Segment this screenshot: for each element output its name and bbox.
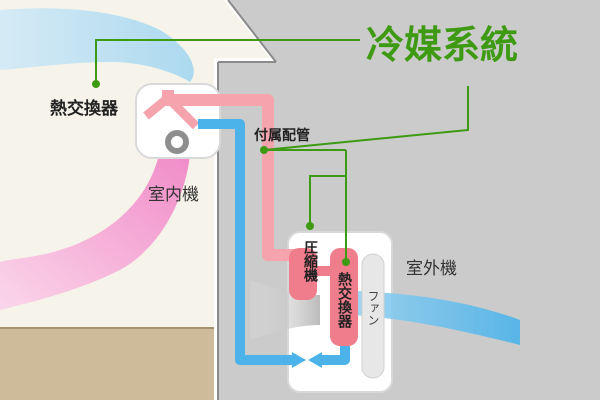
fan-label: ファン <box>366 290 380 326</box>
dot-compressor <box>306 222 314 230</box>
floor <box>0 328 214 400</box>
dot-piping <box>260 146 268 154</box>
piping-label: 付属配管 <box>254 127 310 144</box>
indoor-heat-exchanger-label: 熱交換器 <box>50 98 119 119</box>
expansion-valve-left <box>292 352 306 368</box>
outdoor-heat-exchanger <box>330 248 358 346</box>
outdoor-heat-exchanger-label: 熱交換器 <box>336 271 353 329</box>
indoor-unit-label: 室内機 <box>148 185 199 205</box>
dot-indoor-exchanger <box>92 80 100 88</box>
fan-column <box>361 253 385 379</box>
indoor-fan-center <box>171 136 183 148</box>
leader-lines <box>95 39 469 262</box>
dot-outdoor-exchanger <box>342 258 350 266</box>
leader-compressor <box>309 175 346 226</box>
compressor-link <box>300 266 344 276</box>
warm-airflow <box>0 150 190 310</box>
compressor-label: 圧縮機 <box>302 240 318 283</box>
outdoor-unit-label: 室外機 <box>406 259 457 279</box>
leader-indoor-exchanger <box>95 39 360 84</box>
leader-piping-top <box>263 86 469 151</box>
roof-edge <box>227 0 277 63</box>
diagram-title: 冷媒系統 <box>366 23 518 67</box>
blue-pipe <box>198 119 292 365</box>
indoor-exchanger-coil <box>143 91 200 130</box>
expansion-valve-right <box>308 352 322 368</box>
